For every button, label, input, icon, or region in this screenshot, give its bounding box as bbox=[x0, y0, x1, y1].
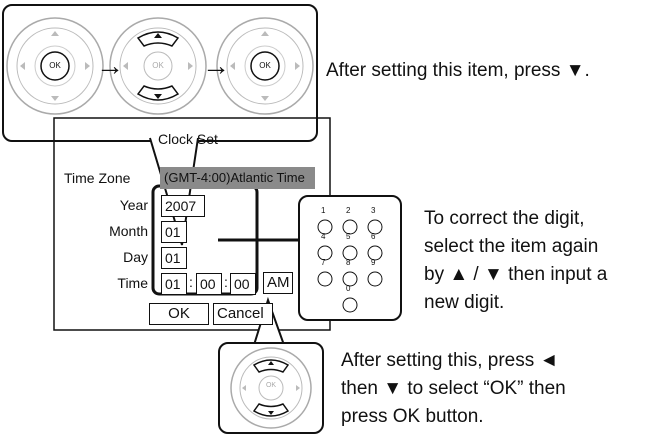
time-zone-label: Time Zone bbox=[64, 170, 131, 186]
month-label: Month bbox=[109, 223, 148, 239]
digit-correction-line-4: new digit. bbox=[424, 292, 505, 313]
bottom-remote-callout: OK bbox=[218, 342, 324, 434]
key-2-label: 2 bbox=[346, 206, 351, 215]
press-down-instruction: After setting this item, press ▼. bbox=[326, 60, 590, 81]
remote-1-ok-label: OK bbox=[49, 61, 61, 70]
month-field[interactable]: 01 bbox=[161, 221, 187, 243]
remote-2-ok-label: OK bbox=[152, 61, 164, 70]
key-8-label: 8 bbox=[346, 258, 351, 267]
key-1-label: 1 bbox=[321, 206, 326, 215]
digit-correction-line-3: by ▲ / ▼ then input a bbox=[424, 264, 608, 285]
remote-dial-bottom bbox=[230, 347, 312, 429]
key-3-label: 3 bbox=[371, 206, 376, 215]
time-minute-field[interactable]: 00 bbox=[196, 273, 222, 295]
year-label: Year bbox=[119, 197, 148, 213]
sequence-arrow-2: → bbox=[202, 50, 230, 81]
day-field[interactable]: 01 bbox=[161, 247, 187, 269]
ok-instruction-line-2: then ▼ to select “OK” then bbox=[341, 378, 566, 399]
key-6-label: 6 bbox=[371, 232, 376, 241]
key-9-label: 9 bbox=[371, 258, 376, 267]
key-0-label: 0 bbox=[346, 284, 351, 293]
time-colon-1: : bbox=[189, 274, 193, 290]
remote-dial-1 bbox=[6, 17, 104, 115]
remote-3-ok-label: OK bbox=[259, 61, 271, 70]
digit-correction-line-2: select the item again bbox=[424, 236, 599, 257]
ok-instruction-line-1: After setting this, press ◄ bbox=[341, 350, 559, 371]
time-zone-field[interactable]: (GMT-4:00)Atlantic Time bbox=[160, 167, 315, 189]
time-second-field[interactable]: 00 bbox=[230, 273, 256, 295]
day-label: Day bbox=[123, 249, 148, 265]
key-4-label: 4 bbox=[321, 232, 326, 241]
ok-button[interactable]: OK bbox=[149, 303, 209, 325]
time-hour-field[interactable]: 01 bbox=[161, 273, 187, 295]
key-7-label: 7 bbox=[321, 258, 326, 267]
remote-dial-3 bbox=[216, 17, 314, 115]
year-field[interactable]: 2007 bbox=[161, 195, 205, 217]
keypad-callout: 1 2 3 4 5 6 7 8 9 0 bbox=[298, 195, 402, 321]
time-colon-2: : bbox=[224, 274, 228, 290]
am-pm-field[interactable]: AM bbox=[263, 272, 293, 294]
dialog-title: Clock Set bbox=[158, 131, 218, 147]
numeric-keypad bbox=[317, 219, 383, 313]
key-5-label: 5 bbox=[346, 232, 351, 241]
cancel-button[interactable]: Cancel bbox=[213, 303, 273, 325]
digit-correction-line-1: To correct the digit, bbox=[424, 208, 585, 229]
sequence-arrow-1: → bbox=[96, 50, 124, 81]
ok-instruction-line-3: press OK button. bbox=[341, 406, 484, 427]
bottom-remote-ok-label: OK bbox=[265, 382, 277, 389]
remote-dial-2 bbox=[109, 17, 207, 115]
time-label: Time bbox=[117, 275, 148, 291]
